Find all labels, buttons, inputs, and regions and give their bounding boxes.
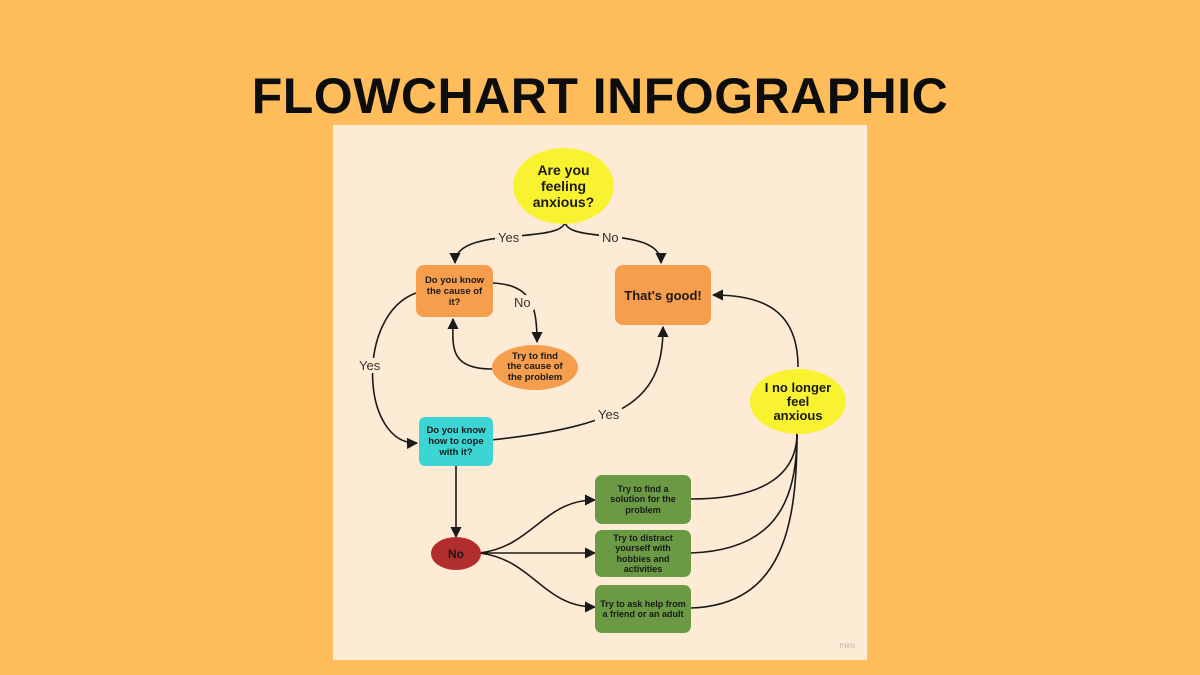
no-node: No xyxy=(431,537,481,570)
edge-help-relief xyxy=(690,432,798,609)
flowchart-board: Are you feeling anxious? Do you know the… xyxy=(333,125,867,660)
edge-no-solution xyxy=(478,494,597,554)
edge-label-cause-yes: Yes xyxy=(356,358,384,373)
edge-cause-no xyxy=(492,282,543,344)
solution-node: Try to find a solution for the problem xyxy=(595,475,691,524)
start-node-label: Are you feeling anxious? xyxy=(532,162,595,210)
know-cause-label: Do you know the cause of it? xyxy=(424,274,485,308)
edge-find-back xyxy=(447,317,493,370)
no-node-label: No xyxy=(448,546,464,561)
ask-help-node: Try to ask help from a friend or an adul… xyxy=(595,585,691,633)
edge-solution-relief xyxy=(690,432,798,500)
solution-label: Try to find a solution for the problem xyxy=(610,483,676,515)
edge-cope-yes xyxy=(490,325,669,441)
edge-relief-good xyxy=(711,289,799,368)
page-title: FLOWCHART INFOGRAPHIC xyxy=(251,68,949,124)
know-cope-node: Do you know how to cope with it? xyxy=(419,417,493,466)
thats-good-label: That's good! xyxy=(624,287,702,303)
edge-cause-yes xyxy=(371,292,419,449)
know-cause-node: Do you know the cause of it? xyxy=(416,265,493,317)
edge-label-start-no: No xyxy=(599,230,622,245)
know-cope-label: Do you know how to cope with it? xyxy=(426,425,486,458)
thats-good-node: That's good! xyxy=(615,265,711,325)
edge-label-cause-no: No xyxy=(511,295,534,310)
find-cause-node: Try to find the cause of the problem xyxy=(492,345,578,390)
no-longer-anxious-node: I no longer feel anxious xyxy=(750,369,846,434)
miro-watermark: miro xyxy=(839,641,855,650)
distract-label: Try to distract yourself with hobbies an… xyxy=(613,532,673,575)
ask-help-label: Try to ask help from a friend or an adul… xyxy=(600,598,686,620)
flowchart-connectors xyxy=(371,220,799,613)
start-node: Are you feeling anxious? xyxy=(513,148,614,224)
find-cause-label: Try to find the cause of the problem xyxy=(507,350,563,383)
edge-no-help xyxy=(478,552,597,613)
edge-label-start-yes: Yes xyxy=(495,230,523,245)
distract-node: Try to distract yourself with hobbies an… xyxy=(595,530,691,577)
edge-label-cope-yes: Yes xyxy=(595,407,623,422)
no-longer-anxious-label: I no longer feel anxious xyxy=(764,379,832,423)
